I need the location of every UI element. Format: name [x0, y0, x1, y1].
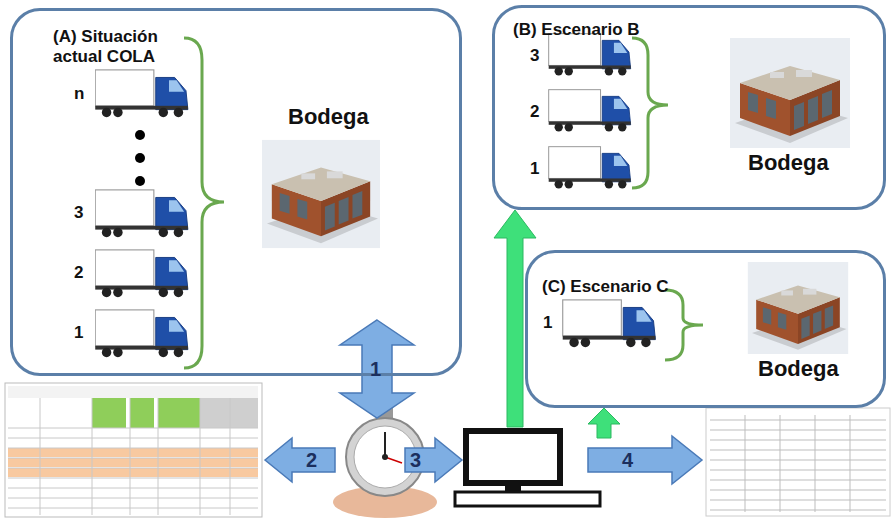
truck-number: 1 [530, 159, 539, 179]
callout-number: 4 [622, 449, 633, 471]
scenario-box: (B) Escenario B [492, 5, 886, 210]
truck-number: n [74, 84, 84, 104]
box-title: (A) Situación actual COLA [53, 27, 203, 67]
box-title: (C) Escenario C [542, 277, 742, 297]
callout-number: 2 [306, 449, 317, 471]
truck-number: 2 [74, 263, 83, 283]
warehouse-label: Bodega [748, 150, 829, 176]
truck-number: 3 [530, 46, 539, 66]
scenario-box: (A) Situación actual COLA [10, 8, 462, 376]
box-title: (B) Escenario B [513, 20, 733, 40]
truck-number: 2 [530, 102, 539, 122]
truck-number: 1 [543, 313, 552, 333]
warehouse-label: Bodega [288, 104, 369, 130]
scenario-box: (C) Escenario C [525, 250, 886, 408]
truck-number: 1 [74, 323, 83, 343]
callout-number: 1 [370, 358, 381, 380]
warehouse-label: Bodega [758, 356, 839, 382]
truck-number: 3 [74, 203, 83, 223]
callout-number: 3 [410, 449, 421, 471]
